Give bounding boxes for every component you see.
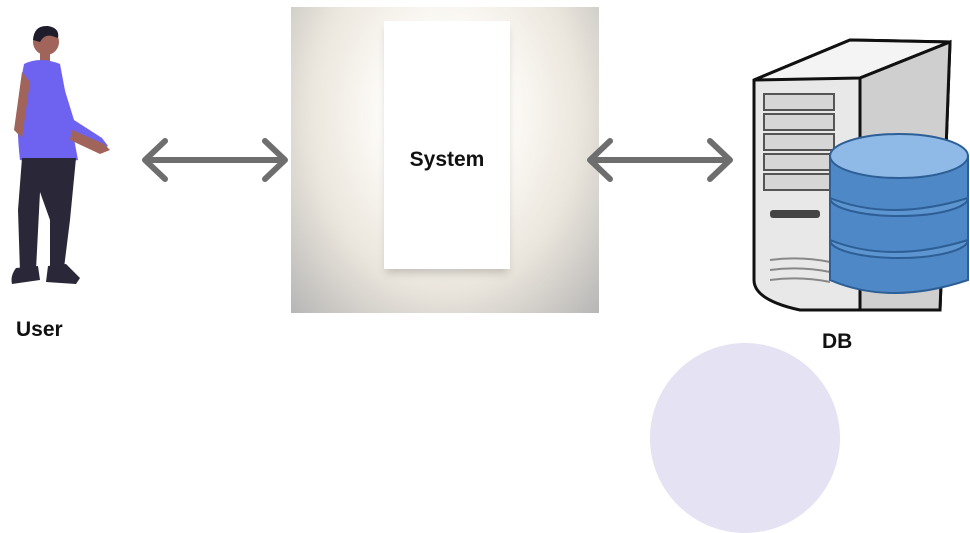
database-server-icon	[752, 38, 969, 312]
bidirectional-arrow-user-system	[142, 138, 288, 182]
system-box: System	[384, 21, 510, 269]
person-icon	[11, 25, 110, 284]
user-label: User	[16, 318, 63, 341]
system-label: System	[409, 148, 485, 171]
db-label: DB	[822, 330, 853, 353]
decorative-circle	[650, 343, 840, 533]
bidirectional-arrow-system-db	[587, 138, 733, 182]
system-panel: System	[291, 7, 599, 313]
